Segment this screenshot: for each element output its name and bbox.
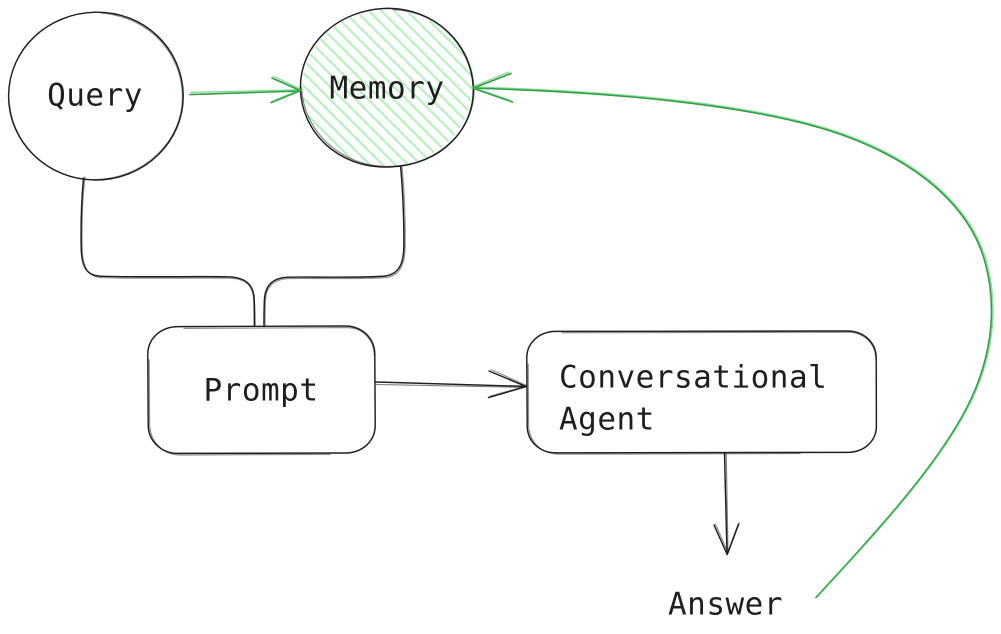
- edge-prompt-to-agent[interactable]: [374, 368, 528, 399]
- query-to-prompt-line: [80, 177, 256, 328]
- query-to-prompt-line-sketch: [81, 176, 255, 327]
- memory-outline-sketch: [301, 9, 475, 167]
- agent-to-answer-line: [723, 452, 728, 555]
- memory-hatch-fill: [302, 10, 472, 166]
- prompt-label: Prompt: [204, 373, 319, 409]
- node-answer[interactable]: Answer: [668, 587, 783, 623]
- answer-label: Answer: [668, 587, 783, 623]
- edge-answer-to-memory[interactable]: [471, 71, 994, 599]
- agent-to-answer-line-sketch: [725, 452, 729, 553]
- memory-label: Memory: [330, 71, 445, 107]
- query-to-memory-line: [189, 90, 301, 96]
- query-label: Query: [47, 78, 143, 114]
- answer-to-memory-curve: [473, 87, 993, 599]
- answer-to-memory-arrowhead: [472, 72, 514, 103]
- prompt-outline-sketch: [148, 327, 375, 456]
- conversational-agent-label-line1: Conversational: [559, 360, 827, 396]
- node-conversational-agent[interactable]: Conversational Agent: [526, 330, 878, 455]
- answer-to-memory-curve-sketch: [475, 86, 994, 597]
- conversational-agent-outline-sketch: [527, 331, 877, 455]
- node-memory[interactable]: Memory: [295, 2, 485, 182]
- prompt-to-agent-line: [374, 381, 527, 388]
- prompt-outline: [147, 325, 376, 455]
- node-prompt[interactable]: Prompt: [147, 325, 376, 456]
- conversational-agent-label-line2: Agent: [559, 402, 655, 438]
- query-outline-sketch: [8, 12, 183, 181]
- prompt-to-agent-line-sketch: [375, 383, 526, 388]
- query-to-memory-arrowhead-sketch: [272, 75, 302, 102]
- edge-query-to-prompt[interactable]: [80, 176, 256, 328]
- edge-agent-to-answer[interactable]: [713, 452, 741, 556]
- prompt-to-agent-arrowhead: [487, 370, 527, 399]
- query-to-memory-line-sketch: [190, 89, 300, 94]
- query-to-memory-arrowhead: [270, 77, 302, 104]
- prompt-to-agent-arrowhead-sketch: [489, 368, 528, 397]
- agent-to-answer-arrowhead-sketch: [714, 522, 741, 554]
- node-query[interactable]: Query: [7, 11, 184, 181]
- memory-outline: [299, 7, 474, 168]
- memory-to-prompt-line-sketch: [264, 166, 406, 327]
- edge-memory-to-prompt[interactable]: [263, 165, 406, 328]
- answer-to-memory-arrowhead-sketch: [471, 71, 512, 102]
- memory-to-prompt-line: [263, 165, 405, 328]
- conversational-agent-outline: [526, 330, 878, 454]
- edge-query-to-memory[interactable]: [189, 75, 302, 104]
